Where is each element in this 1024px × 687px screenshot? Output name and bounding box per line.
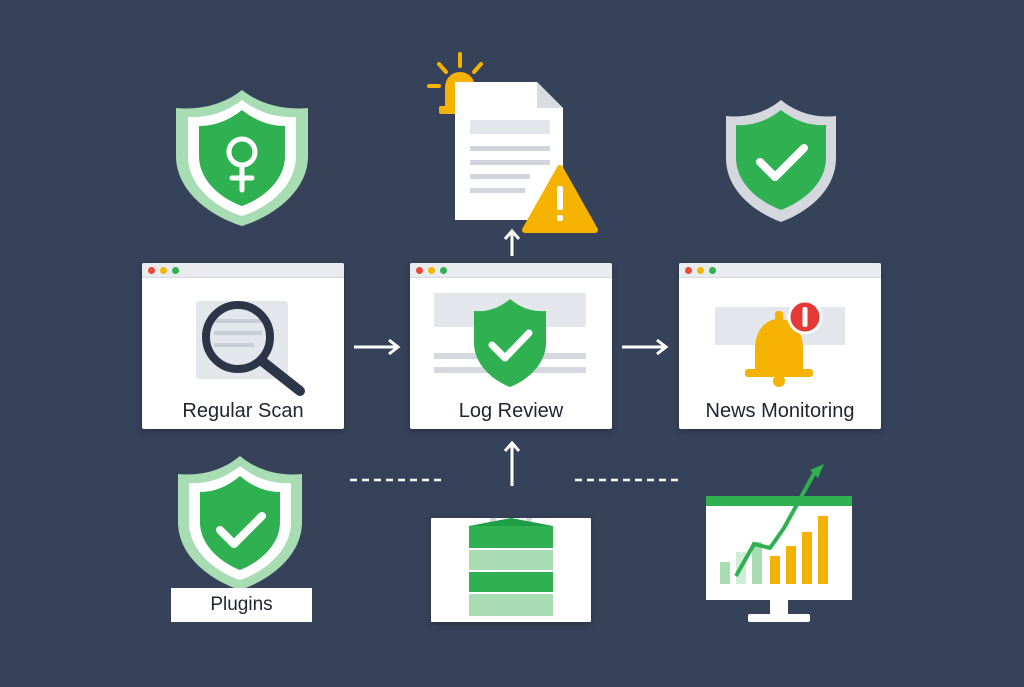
plugins-label[interactable]: Plugins	[171, 588, 312, 622]
dashed-connector-left	[350, 478, 445, 482]
arrow-right-1	[354, 338, 401, 356]
plugins-shield-icon	[178, 456, 302, 590]
news-monitoring-label: News Monitoring	[705, 400, 855, 422]
maximize-dot-icon	[709, 266, 716, 274]
close-dot-icon	[148, 266, 155, 274]
bell-alert-icon	[715, 299, 845, 387]
window-titlebar	[142, 263, 344, 278]
window-titlebar	[679, 263, 881, 278]
shield-check-icon	[726, 100, 836, 222]
log-review-label: Log Review	[458, 400, 564, 422]
arrow-right-2	[622, 338, 669, 356]
minimize-dot-icon	[697, 266, 704, 274]
arrow-up-to-log-review	[503, 440, 521, 486]
arrow-up-to-document	[503, 228, 521, 256]
window-titlebar	[410, 263, 612, 278]
database-lock-icon	[469, 518, 553, 616]
chart-monitor-icon	[706, 464, 852, 622]
close-dot-icon	[416, 266, 423, 274]
news-monitoring-window[interactable]: News Monitoring	[679, 263, 881, 429]
dashed-connector-right	[575, 478, 680, 482]
alert-document-icon	[427, 52, 598, 233]
regular-scan-label: Regular Scan	[182, 400, 304, 422]
maximize-dot-icon	[172, 266, 179, 274]
close-dot-icon	[685, 266, 692, 274]
minimize-dot-icon	[160, 266, 167, 274]
minimize-dot-icon	[428, 266, 435, 274]
log-review-window[interactable]: Log Review	[410, 263, 612, 429]
magnifier-icon	[196, 301, 305, 396]
database-panel	[431, 518, 591, 622]
shield-check-icon	[434, 293, 586, 387]
shield-person-icon	[176, 90, 308, 226]
regular-scan-window[interactable]: Regular Scan	[142, 263, 344, 429]
maximize-dot-icon	[440, 266, 447, 274]
